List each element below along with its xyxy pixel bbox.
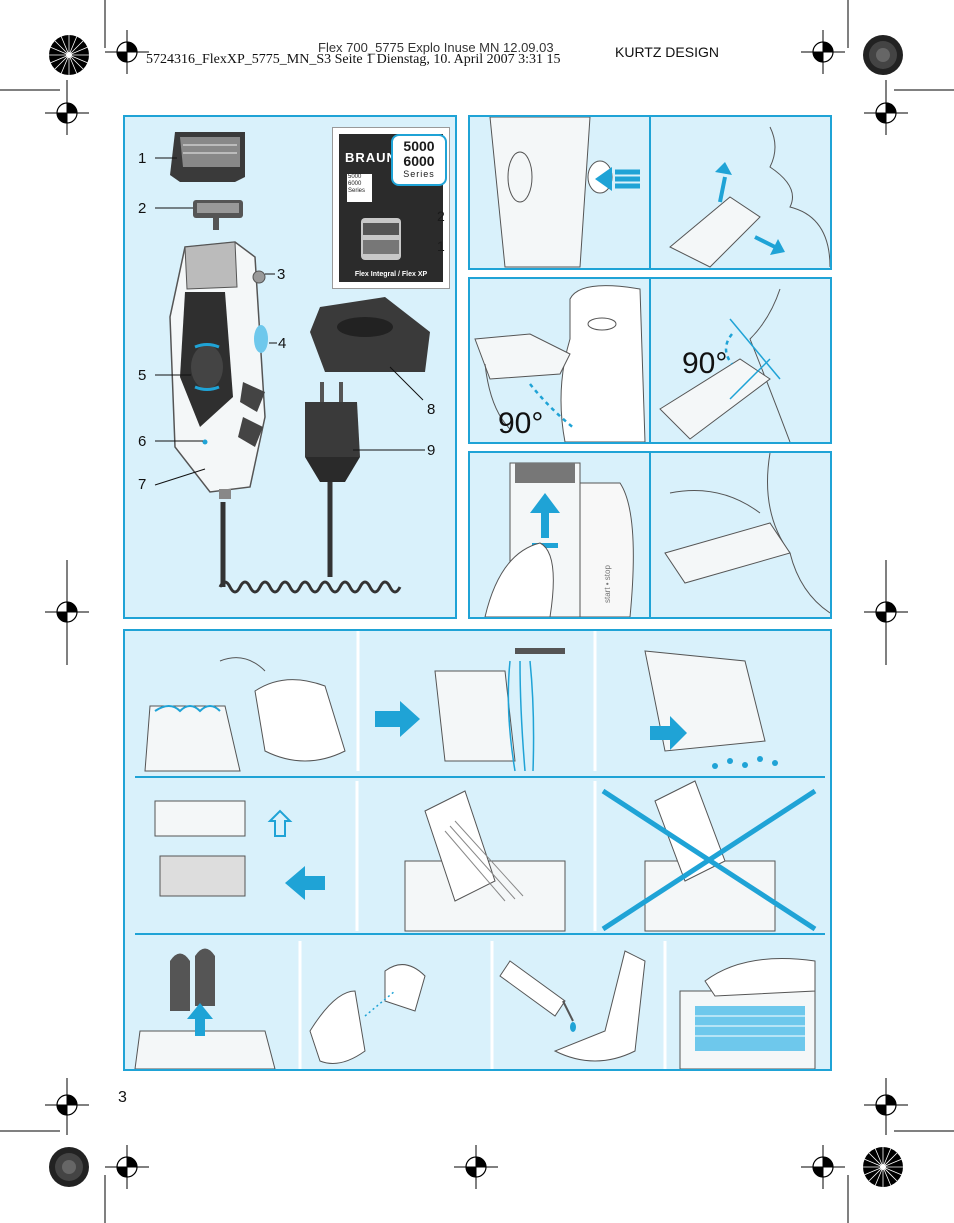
pack-cutter <box>363 223 399 235</box>
cutter-block-drawing <box>193 200 243 230</box>
angle-label-right: 90° <box>682 347 728 380</box>
part-label-6: 6 <box>138 433 147 450</box>
part-label-5: 5 <box>138 367 147 384</box>
series-word: Series <box>403 169 435 179</box>
mini-series-box: 5000 6000 Series <box>347 174 372 202</box>
cleaning-instructions-panel <box>123 629 832 1071</box>
mini-series-6000: 6000 <box>348 181 362 187</box>
series-badge: 5000 6000 Series <box>391 134 447 186</box>
part-label-9: 9 <box>427 442 436 459</box>
mini-series-word: Series <box>348 188 366 194</box>
foil-cassette-drawing <box>170 132 245 182</box>
switch-on-panel <box>468 115 832 270</box>
overlapped-header-text: Flex 700_5775 Explo Inuse MN 12.09.03 <box>318 40 554 55</box>
pack-bottom-text: Flex Integral / Flex XP <box>354 271 428 278</box>
part-label-1: 1 <box>138 150 147 167</box>
registration-rosette-icon <box>863 35 903 75</box>
series-5000: 5000 <box>403 138 435 154</box>
long-hair-trimmer-panel: start • stop <box>468 451 832 619</box>
switch-on-illustration <box>489 117 830 268</box>
registration-rosette-icon <box>49 1147 89 1187</box>
long-hair-trimmer-illustration: start • stop <box>484 453 830 617</box>
registration-rosette-icon <box>863 1147 903 1187</box>
shaving-angle-illustration <box>474 279 791 442</box>
pack-foil <box>363 240 399 254</box>
part-label-4: 4 <box>278 335 287 352</box>
switch-label-vertical: start • stop <box>603 565 612 603</box>
cleaning-illustrations <box>134 631 825 1069</box>
shaving-angle-panel: 90° 90° <box>468 277 832 444</box>
power-plug-drawing <box>305 382 360 482</box>
product-overview-panel: 1 2 3 4 5 6 7 8 9 BRAUN 5000 6000 Series… <box>123 115 457 619</box>
part-label-8: 8 <box>427 401 436 418</box>
studio-name: KURTZ DESIGN <box>615 44 719 60</box>
pack-label-2: 2 <box>437 208 445 224</box>
part-label-3: 3 <box>277 266 286 283</box>
shaver-parts-illustration <box>154 132 430 594</box>
shaver-body-drawing <box>169 241 268 499</box>
page-number: 3 <box>118 1089 127 1106</box>
brand-logo: BRAUN <box>345 150 397 165</box>
mini-series-5000: 5000 <box>348 174 362 180</box>
charging-stand-drawing <box>310 297 430 372</box>
angle-label-left: 90° <box>498 407 544 440</box>
replacement-pack-inset: BRAUN 5000 6000 Series 5000 6000 Series … <box>332 127 450 289</box>
part-label-2: 2 <box>138 200 147 217</box>
pack-label-1: 1 <box>437 238 445 254</box>
part-label-7: 7 <box>138 476 147 493</box>
file-info-line: 5724316_FlexXP_5775_MN_S3 Seite 1 Dienst… <box>146 52 561 67</box>
series-6000: 6000 <box>403 153 435 169</box>
registration-rosette-icon <box>49 35 89 75</box>
